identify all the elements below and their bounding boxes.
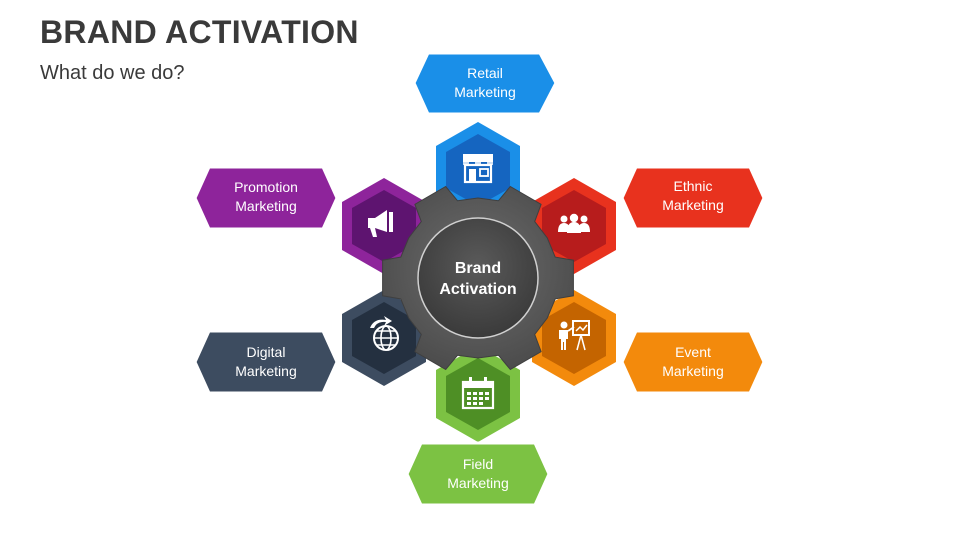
center-circle: [417, 217, 539, 339]
megaphone-icon: [368, 210, 393, 237]
label-promotion-line2: Marketing: [235, 198, 296, 214]
label-retail-box: [412, 51, 558, 116]
storefront-icon: [463, 154, 493, 184]
hex-field: [436, 346, 520, 442]
page-title: BRAND ACTIVATION: [40, 14, 359, 50]
label-field-line2: Marketing: [447, 475, 508, 491]
label-promotion-line1: Promotion: [234, 179, 298, 195]
label-retail: Retail Marketing: [412, 51, 558, 116]
people-group-icon: [558, 213, 590, 233]
label-event-line1: Event: [675, 344, 711, 360]
center-label-line2: Activation: [439, 281, 516, 298]
hex-retail-inner: [446, 134, 510, 206]
label-promotion: Promotion Marketing: [193, 165, 339, 231]
center-label-line1: Brand: [455, 260, 501, 277]
label-field-box: [405, 441, 551, 507]
label-digital-line1: Digital: [247, 344, 286, 360]
label-retail-line2: Marketing: [454, 84, 515, 100]
label-promotion-box: [193, 165, 339, 231]
page-subtitle: What do we do?: [40, 62, 185, 84]
label-event-box: [620, 329, 766, 395]
calendar-icon: [461, 377, 495, 410]
label-field-line1: Field: [463, 456, 493, 472]
label-ethnic: Ethnic Marketing: [620, 165, 766, 231]
center-gear: Brand Activation: [382, 185, 574, 371]
label-ethnic-box: [620, 165, 766, 231]
presenter-board-icon: [559, 320, 590, 351]
label-retail-line1: Retail: [467, 65, 503, 81]
hex-retail: [436, 122, 520, 218]
label-digital-line2: Marketing: [235, 363, 296, 379]
label-ethnic-line2: Marketing: [662, 197, 723, 213]
hex-field-inner: [446, 358, 510, 430]
label-event: Event Marketing: [620, 329, 766, 395]
label-ethnic-line1: Ethnic: [674, 178, 713, 194]
label-digital-box: [193, 329, 339, 395]
hex-digital: [342, 290, 426, 386]
globe-arrow-icon: [370, 316, 399, 351]
label-event-line2: Marketing: [662, 363, 723, 379]
hex-event: [532, 290, 616, 386]
hex-ethnic: [532, 178, 616, 274]
label-digital: Digital Marketing: [193, 329, 339, 395]
label-field: Field Marketing: [405, 441, 551, 507]
